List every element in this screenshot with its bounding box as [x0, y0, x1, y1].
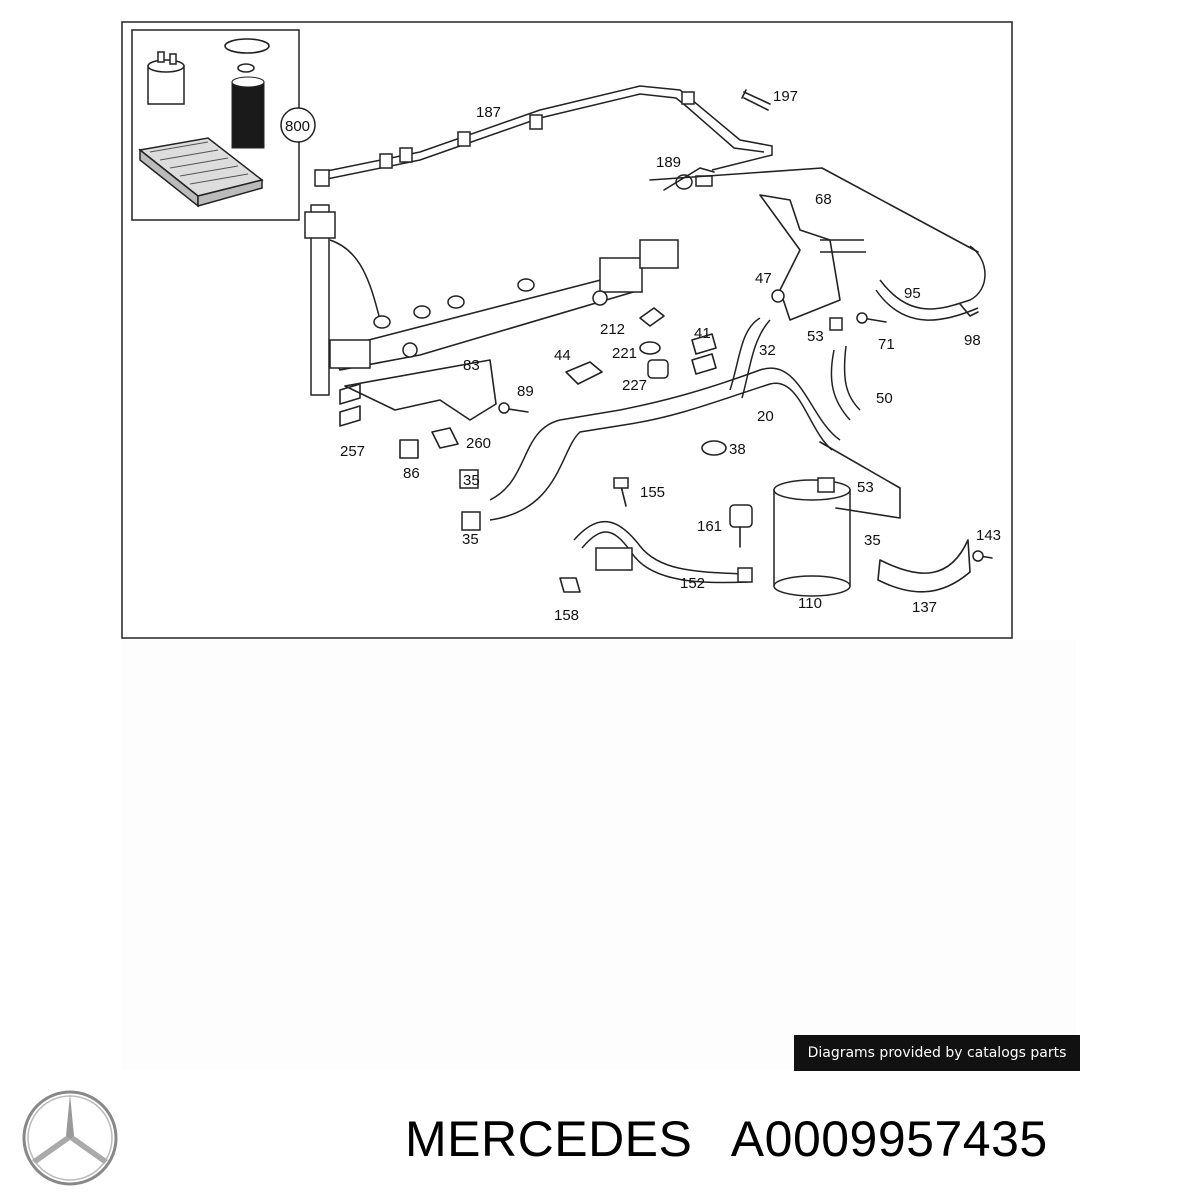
small-parts — [565, 307, 753, 548]
label-86: 86 — [403, 465, 420, 482]
label-98: 98 — [964, 332, 981, 349]
label-53a: 53 — [807, 328, 824, 345]
label-89: 89 — [517, 383, 534, 400]
label-110: 110 — [798, 595, 822, 612]
label-221: 221 — [612, 345, 637, 362]
label-137: 137 — [912, 599, 937, 616]
label-197: 197 — [773, 88, 798, 105]
label-35c: 35 — [864, 532, 881, 549]
label-212: 212 — [600, 321, 625, 338]
label-189: 189 — [656, 154, 681, 171]
label-83: 83 — [463, 357, 480, 374]
brackets-left — [339, 359, 529, 459]
label-35b: 35 — [462, 531, 479, 548]
label-71: 71 — [878, 336, 895, 353]
diagram-credit-banner: Diagrams provided by catalogs parts — [794, 1035, 1080, 1071]
brand-name: MERCEDES — [405, 1111, 693, 1167]
label-44: 44 — [554, 347, 571, 364]
fuel-line-152 — [559, 520, 753, 593]
label-161: 161 — [697, 518, 722, 535]
label-158: 158 — [554, 607, 579, 624]
label-260: 260 — [466, 435, 491, 452]
label-152: 152 — [680, 575, 705, 592]
return-line — [314, 85, 773, 187]
label-187: 187 — [476, 104, 501, 121]
filter-kit-inset — [131, 29, 316, 221]
clip-137 — [877, 539, 993, 593]
part-labels: 187 197 189 68 800 47 95 212 41 53 71 98… — [285, 88, 1001, 624]
label-47: 47 — [755, 270, 772, 287]
fuel-filter-110 — [773, 441, 901, 597]
fuel-rail — [304, 204, 679, 396]
bracket-68 — [649, 167, 986, 331]
label-95: 95 — [904, 285, 921, 302]
backdrop — [122, 640, 1076, 1070]
part-number: A0009957435 — [730, 1111, 1048, 1167]
label-35a: 35 — [463, 472, 480, 489]
label-155: 155 — [640, 484, 665, 501]
label-32: 32 — [759, 342, 776, 359]
label-20: 20 — [757, 408, 774, 425]
label-41: 41 — [694, 325, 711, 342]
label-50: 50 — [876, 390, 893, 407]
product-title: MERCEDES A0009957435 — [405, 1110, 1048, 1168]
hose-50 — [830, 345, 861, 421]
label-227: 227 — [622, 377, 647, 394]
mercedes-star-logo — [22, 1090, 118, 1186]
fuel-hose-20 — [459, 317, 841, 531]
label-38: 38 — [729, 441, 746, 458]
plug-197 — [741, 89, 771, 111]
label-53b: 53 — [857, 479, 874, 496]
label-143: 143 — [976, 527, 1001, 544]
label-257: 257 — [340, 443, 365, 460]
label-800: 800 — [285, 118, 310, 135]
label-68: 68 — [815, 191, 832, 208]
